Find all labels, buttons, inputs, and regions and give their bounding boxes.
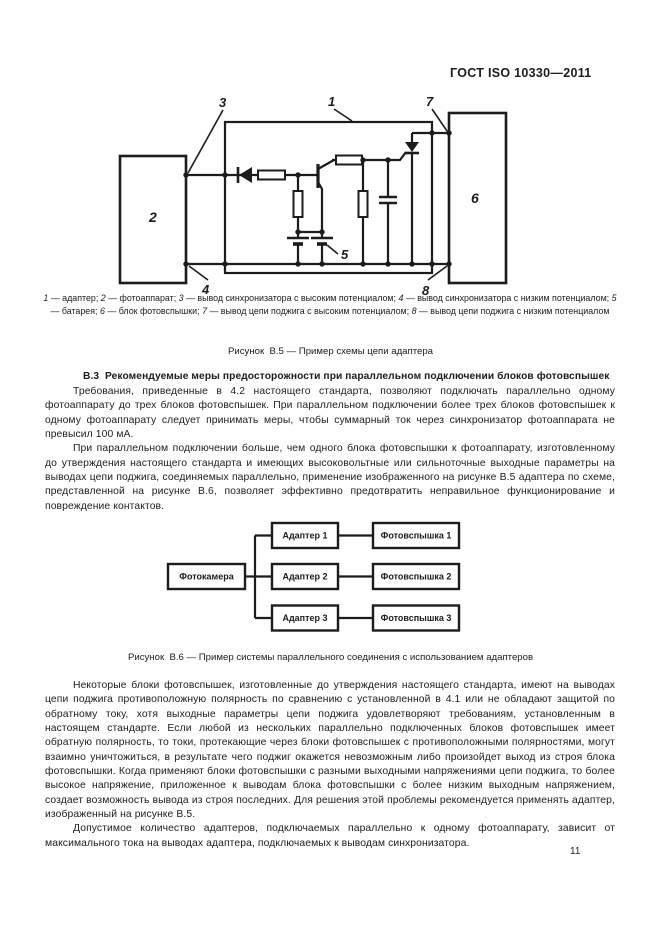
adapter-block-label: Адаптер 2 <box>282 572 327 582</box>
callout-3: 3 <box>219 95 227 110</box>
resistor <box>335 154 363 166</box>
figure-b6-block-diagram: Фотокамера Адаптер 1 Адаптер 2 Адаптер 3… <box>166 521 461 632</box>
flash-block-label: Фотовспышка 3 <box>381 613 452 623</box>
callout-8: 8 <box>422 283 430 298</box>
adapter-block-label: Адаптер 3 <box>282 613 327 623</box>
legend-item: 7 — вывод цепи поджига с высоким потенци… <box>202 306 412 316</box>
adapter-block-3 <box>270 604 340 632</box>
camera-block <box>166 562 247 591</box>
diagram-boxes <box>166 521 461 632</box>
adapter-block-label: Адаптер 1 <box>282 531 327 541</box>
figure-b5-circuit-diagram: 3 1 7 4 8 5 2 6 <box>118 94 508 298</box>
page-header: ГОСТ ISO 10330—2011 <box>450 66 592 80</box>
paragraph: Некоторые блоки фотовспышек, изготовленн… <box>45 680 615 821</box>
circuit-wires <box>118 111 508 285</box>
legend-item: 1 — адаптер; <box>43 293 101 303</box>
section-heading: В.3 Рекомендуемые меры предосторожности … <box>83 371 610 382</box>
figure-b5-caption: Рисунок В.5 — Пример схемы цепи адаптера <box>227 346 434 357</box>
body-text-block-1: Требования, приведенные в 4.2 настоящего… <box>45 385 615 514</box>
adapter-box <box>223 120 434 275</box>
figure-b6-caption: Рисунок В.6 — Пример системы параллельно… <box>127 652 534 663</box>
diagram-labels: Фотокамера Адаптер 1 Адаптер 2 Адаптер 3… <box>179 531 451 624</box>
flash-block-label: Фотовспышка 2 <box>381 572 452 582</box>
legend-item: 5 — батарея; <box>50 293 617 316</box>
callout-4: 4 <box>201 282 210 297</box>
resistor <box>292 190 304 218</box>
flash-block-3 <box>371 604 461 632</box>
body-text-block-2: Некоторые блоки фотовспышек, изготовленн… <box>45 679 615 851</box>
resistor <box>357 190 369 218</box>
flash-unit-box <box>447 111 508 285</box>
paragraph: Требования, приведенные в 4.2 настоящего… <box>45 386 615 441</box>
diagram-links <box>245 534 373 620</box>
diode-icon <box>239 167 252 183</box>
flash-block-2 <box>371 562 461 591</box>
callout-labels: 3 1 7 4 8 5 <box>201 94 434 298</box>
paragraph: При параллельном подключении больше, чем… <box>45 443 615 512</box>
box-labels: 2 6 <box>148 190 479 225</box>
adapter-block-2 <box>270 562 340 591</box>
legend-item: 2 — фотоаппарат; <box>100 293 179 303</box>
callout-leader-lines <box>187 108 448 281</box>
legend-item: 4 — вывод синхронизатора с низким потенц… <box>398 293 612 303</box>
flash-block-1 <box>371 521 461 550</box>
flash-block-label: Фотовспышка 1 <box>381 531 452 541</box>
legend-item: 3 — вывод синхронизатора с высоким потен… <box>178 293 399 303</box>
resistors <box>257 154 369 218</box>
page-number: 11 <box>570 846 581 857</box>
callout-5: 5 <box>341 247 349 262</box>
flash-box-label: 6 <box>471 190 479 206</box>
callout-1: 1 <box>328 94 335 109</box>
resistor <box>257 169 286 181</box>
legend-item: 8 — вывод цепи поджига с низким потенциа… <box>411 306 610 316</box>
transistor-collector <box>317 159 335 170</box>
camera-block-label: Фотокамера <box>179 572 234 582</box>
legend-item: 6 — блок фотовспышки; <box>99 306 203 316</box>
figure-b5-legend: 1 — адаптер; 2 — фотоаппарат; 3 — вывод … <box>42 292 618 318</box>
adapter-block-1 <box>270 521 340 550</box>
components <box>236 142 419 246</box>
camera-box <box>118 154 188 285</box>
callout-7: 7 <box>426 94 434 109</box>
junction-dots <box>183 130 452 267</box>
paragraph: Допустимое количество адаптеров, подключ… <box>45 823 615 849</box>
thyristor-icon <box>405 142 419 152</box>
camera-box-label: 2 <box>148 209 157 225</box>
